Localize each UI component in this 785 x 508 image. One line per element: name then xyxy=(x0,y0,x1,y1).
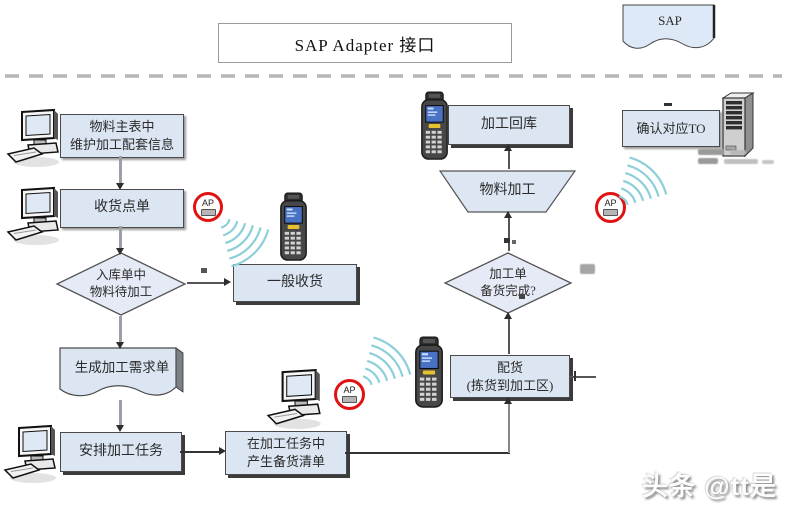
flow-box-allocation: 配货 (拣货到加工区) xyxy=(450,355,570,398)
wifi-waves-icon xyxy=(618,156,668,206)
connector-up xyxy=(508,150,510,169)
handheld-scanner-icon xyxy=(410,336,448,414)
ap-label: AP xyxy=(343,385,356,395)
sap-system-node: SAP xyxy=(620,2,720,54)
ap-device-icon xyxy=(603,209,618,216)
general-receiving-label: 一般收货 xyxy=(267,274,323,290)
computer-icon xyxy=(6,186,62,251)
handheld-scanner-icon xyxy=(276,192,311,267)
flow-box-confirm-to: 确认对应TO xyxy=(622,110,720,147)
allocation-line2: (拣货到加工区) xyxy=(466,377,554,393)
arrowhead-down xyxy=(116,183,124,190)
diagram-title-text: SAP Adapter 接口 xyxy=(294,35,436,55)
connector-tick xyxy=(664,103,672,106)
flow-trapezoid-material-processing: 物料加工 xyxy=(438,170,577,213)
arrowhead-down xyxy=(116,425,124,432)
watermark-text: 头条 @tt是道 xyxy=(642,471,777,501)
connector-down xyxy=(119,400,122,426)
connector-up xyxy=(508,217,510,251)
computer-icon xyxy=(6,108,62,173)
arrowhead-up xyxy=(504,211,512,218)
connector-down xyxy=(119,156,122,184)
artifact-mark xyxy=(580,264,595,274)
connector-down xyxy=(119,226,122,249)
document-shape-icon xyxy=(59,347,184,397)
connector-tick xyxy=(574,371,576,381)
trapezoid-shape-icon xyxy=(438,170,577,213)
connector-down xyxy=(119,316,122,343)
arrowhead-down xyxy=(116,248,124,255)
connector-up xyxy=(508,404,510,453)
document-shape-icon xyxy=(622,4,716,49)
processing-return-label: 加工回库 xyxy=(481,116,537,132)
allocation-line1: 配货 xyxy=(496,359,523,375)
handheld-scanner-icon xyxy=(417,90,452,167)
artifact-mark xyxy=(519,294,525,299)
server-icon xyxy=(720,90,756,165)
access-point-icon: AP xyxy=(334,379,365,410)
material-processing-label: 物料加工 xyxy=(479,183,536,199)
artifact-mark xyxy=(512,240,516,244)
arrange-task-label: 安排加工任务 xyxy=(79,443,163,459)
artifact-mark xyxy=(201,268,207,273)
receive-order-label: 收货点单 xyxy=(94,200,150,216)
computer-icon xyxy=(264,368,326,435)
ap-device-icon xyxy=(342,396,357,403)
flow-box-processing-return: 加工回库 xyxy=(448,105,570,145)
artifact-mark xyxy=(504,238,510,243)
flow-box-general-receiving: 一般收货 xyxy=(233,264,357,302)
arrowhead-up xyxy=(504,397,512,404)
ap-label: AP xyxy=(201,197,214,208)
stock-ready-check-line2: 备货完成? xyxy=(480,284,536,298)
arrowhead-up xyxy=(504,144,512,151)
flow-box-maintain-info: 物料主表中 维护加工配套信息 xyxy=(60,114,184,158)
generate-demand-label: 生成加工需求单 xyxy=(74,359,170,375)
flow-box-create-pick-list: 在加工任务中 产生备货清单 xyxy=(225,431,347,475)
arrowhead-down xyxy=(116,342,124,349)
dashed-separator xyxy=(5,74,782,78)
arrowhead-right xyxy=(219,447,226,455)
diamond-shape-icon xyxy=(55,252,187,316)
flow-box-receive-order: 收货点单 xyxy=(60,189,184,228)
sap-label: SAP xyxy=(658,13,682,29)
create-pick-list-line1: 在加工任务中 xyxy=(246,436,325,452)
flow-diamond-inbound-check: 入库单中 物料待加工 xyxy=(55,252,187,316)
create-pick-list-line2: 产生备货清单 xyxy=(246,454,325,469)
ap-device-icon xyxy=(200,208,216,216)
flow-box-arrange-task: 安排加工任务 xyxy=(60,432,182,472)
connector-stub xyxy=(570,376,596,378)
connector-right xyxy=(180,451,220,453)
maintain-info-line1: 物料主表中 xyxy=(89,119,155,135)
stock-ready-check-line1: 加工单 xyxy=(489,267,527,282)
inbound-check-line2: 物料待加工 xyxy=(89,285,153,299)
connector-right xyxy=(187,282,225,284)
illegible-caption xyxy=(698,149,784,166)
ap-label: AP xyxy=(604,198,617,208)
access-point-icon: AP xyxy=(193,192,223,222)
wifi-waves-icon xyxy=(220,218,270,268)
watermark: 头条 @tt是道 xyxy=(642,466,785,508)
wifi-waves-icon xyxy=(362,336,412,386)
arrowhead-right xyxy=(224,278,231,286)
inbound-check-line1: 入库单中 xyxy=(95,268,146,283)
connector-right xyxy=(345,452,510,454)
diagram-title: SAP Adapter 接口 xyxy=(218,23,512,63)
computer-icon xyxy=(2,424,60,489)
flow-doc-generate-demand: 生成加工需求单 xyxy=(58,346,186,402)
arrowhead-up xyxy=(504,312,512,319)
confirm-to-label: 确认对应TO xyxy=(636,120,706,136)
maintain-info-line2: 维护加工配套信息 xyxy=(69,137,174,152)
connector-up xyxy=(508,318,510,354)
access-point-icon: AP xyxy=(595,192,626,223)
flow-diamond-stock-ready-check: 加工单 备货完成? xyxy=(443,252,573,314)
